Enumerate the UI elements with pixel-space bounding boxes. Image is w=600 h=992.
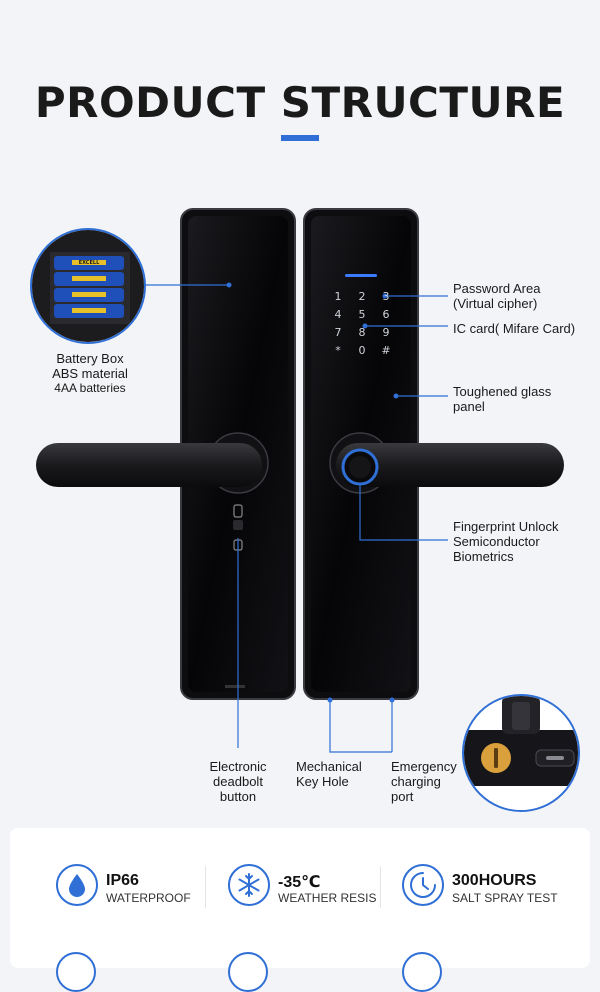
clock-icon — [402, 864, 444, 906]
keypad-key: 1 — [334, 290, 342, 303]
water-drop-icon — [56, 864, 98, 906]
charging-port-label: Emergency charging port — [391, 759, 457, 804]
keypad-key: 7 — [334, 326, 342, 339]
battery-box-inset: EXCELL — [30, 228, 146, 344]
battery-box-label: Battery Box ABS material 4AA batteries — [52, 351, 128, 395]
feature-subtitle: WATERPROOF — [106, 891, 191, 905]
keypad-key: 3 — [382, 290, 390, 303]
keypad-key: 2 — [358, 290, 366, 303]
battery-brand: EXCELL — [79, 260, 100, 266]
feature-title: IP66 — [106, 872, 139, 889]
lock-illustration — [36, 208, 564, 753]
feature-icon-partial — [228, 952, 268, 992]
keypad-key: # — [381, 344, 391, 357]
ic-card-label: IC card( Mifare Card) — [453, 321, 576, 336]
keyhole-inset — [462, 694, 580, 812]
keypad-key: 4 — [334, 308, 342, 321]
keypad-key: * — [335, 344, 341, 357]
features-card — [10, 828, 590, 968]
title-underline — [281, 135, 319, 141]
feature-divider — [380, 866, 381, 908]
battery-icon: EXCELL — [32, 230, 144, 342]
keyhole-label: Mechanical Key Hole — [296, 759, 362, 789]
feature-icon-partial — [402, 952, 442, 992]
keyhole-port-icon — [464, 696, 578, 810]
callout-lines — [145, 284, 448, 753]
password-area-label: Password Area (Virtual cipher) — [453, 281, 541, 311]
keypad-key: 0 — [358, 344, 366, 357]
keypad-key: 6 — [382, 308, 390, 321]
feature-divider — [205, 866, 206, 908]
page-title: PRODUCT STRUCTURE — [34, 78, 566, 127]
rear-handle — [36, 432, 269, 494]
feature-icon-partial — [56, 952, 96, 992]
snowflake-icon — [228, 864, 270, 906]
deadbolt-label: Electronic deadbolt button — [209, 759, 267, 804]
front-handle — [329, 432, 564, 494]
feature-subtitle: WEATHER RESIS — [278, 891, 377, 905]
feature-subtitle: SALT SPRAY TEST — [452, 891, 558, 905]
glass-panel-label: Toughened glass panel — [453, 384, 552, 414]
keypad-key: 9 — [382, 326, 390, 339]
keypad-key: 8 — [358, 326, 366, 339]
feature-title: 300HOURS — [452, 872, 537, 889]
fingerprint-label: Fingerprint Unlock Semiconductor Biometr… — [453, 519, 559, 564]
keypad: 1 2 3 4 5 6 7 8 9 * 0 # — [326, 288, 398, 364]
keypad-key: 5 — [358, 308, 366, 321]
feature-title: -35℃ — [278, 874, 321, 891]
